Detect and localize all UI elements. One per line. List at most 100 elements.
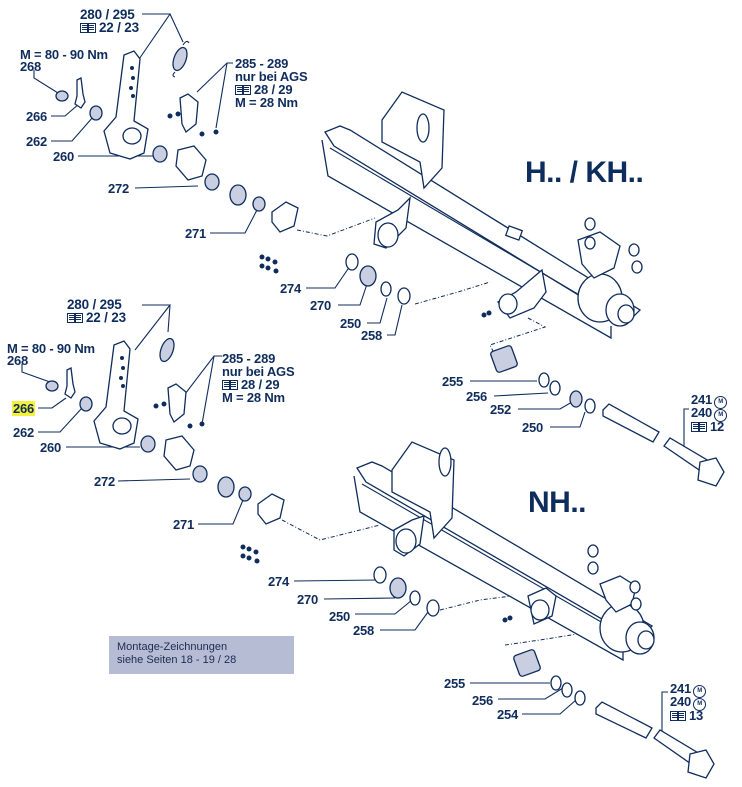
leader-280: [134, 13, 172, 66]
label-256: 256: [466, 389, 488, 404]
note-line-1: Montage-Zeichnungen: [117, 641, 228, 653]
label-266: 266: [26, 109, 48, 124]
label-250b: 250: [522, 420, 544, 435]
camshaft-part: [595, 701, 715, 779]
label-260: 260: [53, 149, 75, 164]
leader-270: [323, 597, 396, 600]
bottom-assembly-drawing: [21, 304, 715, 779]
ref-text: 28 / 29: [254, 82, 293, 97]
ring-255-part: [550, 675, 562, 691]
ref-text: 22 / 23: [86, 310, 126, 325]
washer-252-part: [569, 390, 583, 408]
axle-beam-top: [321, 91, 643, 340]
nut-268-part: [55, 90, 69, 102]
torque-285: M = 28 Nm: [222, 390, 285, 405]
lever-266-part: [74, 77, 86, 109]
bearing-housing-part: [271, 201, 299, 233]
bushing-260-part: [152, 145, 168, 163]
spring-part: [159, 337, 175, 363]
leader-289: [201, 355, 215, 425]
leader-266: [38, 397, 67, 409]
ref-22-23: 22 / 23: [80, 21, 139, 34]
assembly-title-nh: NH..: [528, 486, 587, 519]
expander-part: [490, 345, 518, 373]
book-reference-icon: [67, 313, 83, 323]
washer-262-part: [79, 396, 93, 412]
label-262: 262: [13, 425, 35, 440]
label-285-289: 285 - 289: [235, 56, 289, 71]
bearing-part: [229, 184, 247, 206]
label-262: 262: [26, 134, 48, 149]
leader-271: [198, 499, 244, 525]
leader-272: [134, 185, 199, 189]
ref-text: 22 / 23: [99, 20, 139, 35]
label-254: 254: [497, 707, 519, 722]
label-258: 258: [361, 328, 383, 343]
nut-268-part: [45, 380, 59, 392]
label-280-295: 280 / 295: [67, 297, 122, 312]
leader-295: [167, 304, 171, 333]
leader-256: [493, 392, 549, 397]
slack-adjuster-part: [103, 50, 149, 160]
label-255: 255: [442, 374, 464, 389]
expander-part: [513, 649, 541, 677]
lever-266-part: [64, 367, 76, 399]
book-reference-icon: [691, 422, 707, 432]
leader-271: [210, 207, 259, 234]
seal-274-part: [345, 253, 359, 271]
seal-274-part: [373, 566, 387, 584]
leader-258: [387, 304, 403, 336]
bolts-part: [259, 254, 279, 274]
leader-274: [306, 265, 351, 289]
alignment-line: [504, 631, 591, 646]
leader-268: [33, 70, 59, 94]
label-250: 250: [329, 609, 351, 624]
label-255: 255: [444, 676, 466, 691]
label-266-highlighted: 266: [12, 401, 36, 416]
ags-bracket-part: [179, 93, 199, 134]
spring-part: [172, 40, 190, 78]
alignment-line: [296, 217, 376, 237]
label-ags-note: nur bei AGS: [222, 364, 295, 379]
ags-bracket-part: [167, 383, 187, 424]
leader-240: [683, 408, 689, 448]
top-assembly-drawing: [33, 13, 725, 487]
leader-250b: [550, 411, 586, 428]
leader-285: [196, 62, 233, 93]
seal-272-part: [192, 465, 208, 483]
leader-295: [169, 13, 184, 43]
alignment-line: [281, 519, 381, 541]
label-270: 270: [297, 592, 319, 607]
ref-text: 12: [710, 419, 725, 434]
label-272: 272: [94, 474, 116, 489]
ring-250-part: [380, 281, 392, 297]
washer-262-part: [89, 105, 103, 121]
assembly-title-h-kh: H.. / KH..: [525, 156, 644, 189]
leader-256: [498, 687, 564, 700]
label-241-text: 241: [691, 392, 713, 407]
alignment-line: [439, 594, 521, 611]
ring-271-part: [238, 486, 252, 502]
leader-262: [38, 407, 83, 433]
book-reference-icon: [222, 380, 238, 390]
ring-250-part: [409, 590, 421, 606]
leader-252: [518, 401, 573, 410]
label-241-text: 241: [670, 681, 692, 696]
label-271: 271: [185, 226, 207, 241]
label-250: 250: [340, 316, 362, 331]
leader-254: [522, 699, 577, 715]
flange-plate-part: [163, 435, 195, 471]
camshaft-part: [602, 403, 725, 487]
leader-250: [367, 297, 388, 324]
ref-12: 12: [691, 420, 724, 433]
symbol-circle-icon: M: [693, 685, 707, 698]
leader-289: [215, 62, 228, 129]
ref-28-29: 28 / 29: [222, 378, 280, 391]
bolts-part: [240, 544, 260, 564]
ring-258-part: [397, 287, 411, 305]
label-274: 274: [268, 574, 290, 589]
